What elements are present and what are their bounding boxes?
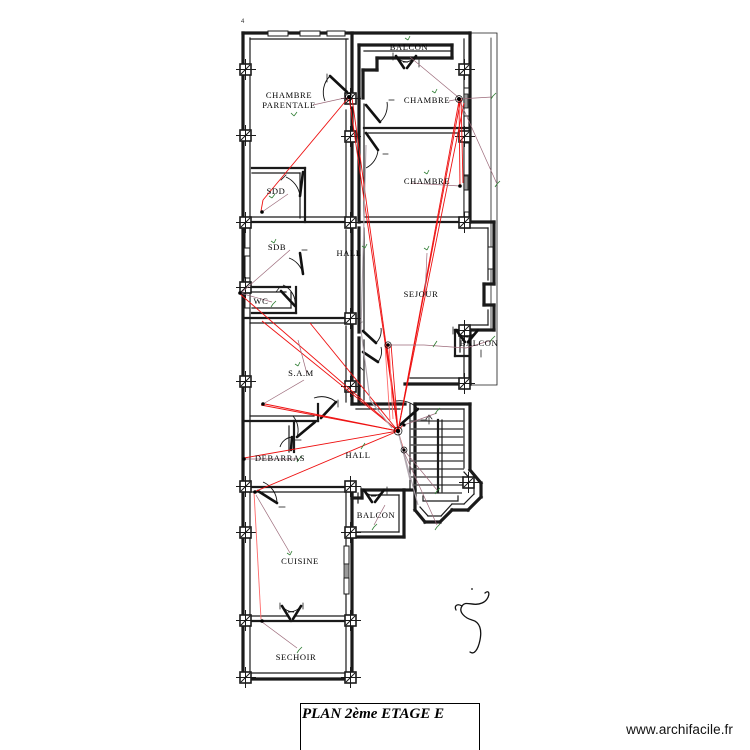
label-hall-bas: HALL xyxy=(345,450,370,460)
label-sechoir: SECHOIR xyxy=(276,652,317,662)
title-block-frame xyxy=(300,703,480,750)
room-labels: CHAMBRE PARENTALE BALCON CHAMBRE CHAMBRE… xyxy=(254,42,499,662)
wiring-nodes xyxy=(238,93,463,623)
label-chambre-nord: CHAMBRE xyxy=(404,95,450,105)
label-cuisine: CUISINE xyxy=(281,556,319,566)
wiring-network-secondary xyxy=(360,144,419,506)
interior-partitions-left xyxy=(241,166,354,623)
staircase xyxy=(410,402,484,525)
label-sdd: SDD xyxy=(267,186,286,196)
label-sam: S.A.M xyxy=(288,368,314,378)
outlet-tick-symbols xyxy=(268,35,501,654)
title-block: PLAN 2ème ETAGE E xyxy=(302,706,487,724)
label-wc: WC xyxy=(254,296,269,306)
label-balcon-nord: BALCON xyxy=(390,42,429,52)
structural-columns xyxy=(236,59,479,688)
watermark-archifacile: www.archifacile.fr xyxy=(626,722,733,737)
right-block-walls xyxy=(353,31,496,386)
interior-partitions-right xyxy=(357,96,472,406)
label-leaders xyxy=(239,56,498,649)
label-balcon-est: BALCON xyxy=(460,338,499,348)
label-chambre-est: CHAMBRE xyxy=(404,176,450,186)
label-sejour: SEJOUR xyxy=(404,289,439,299)
corner-mark: 4 xyxy=(241,19,245,25)
label-balcon-sud: BALCON xyxy=(357,510,396,520)
label-debarras: DEBARRAS xyxy=(255,453,305,463)
label-hall-haut: HALL xyxy=(336,248,361,258)
label-chambre-parentale-l2: PARENTALE xyxy=(262,100,316,110)
label-sdb: SDB xyxy=(268,242,286,252)
hand-drawn-flourish xyxy=(454,588,490,654)
windows xyxy=(244,30,494,595)
plan-title: PLAN 2ème ETAGE E xyxy=(302,706,445,722)
doors xyxy=(256,52,482,621)
wiring-network-red xyxy=(239,96,465,620)
label-chambre-parentale-l1: CHAMBRE xyxy=(266,90,312,100)
